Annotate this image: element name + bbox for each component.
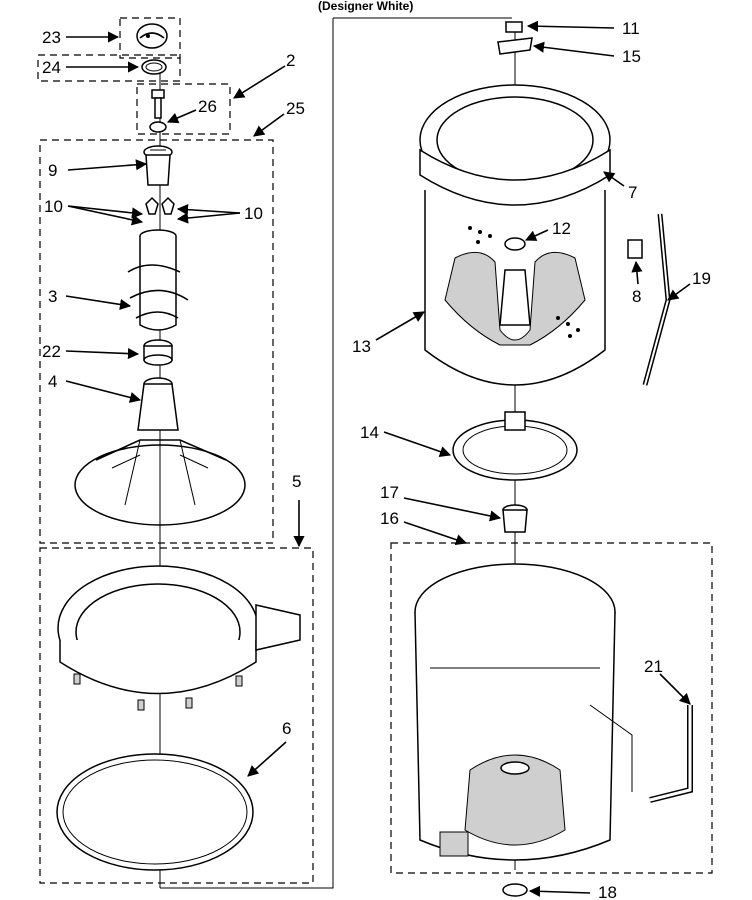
callout-2: 2 — [286, 51, 295, 70]
part-18-bearing — [502, 883, 528, 897]
callout-3: 3 — [48, 287, 57, 306]
part-10-dogs — [145, 196, 175, 215]
callout-13: 13 — [352, 337, 371, 356]
part-19-hose — [642, 213, 671, 386]
callout-22: 22 — [42, 342, 61, 361]
callout-4: 4 — [48, 372, 57, 391]
part-22-cam — [143, 339, 173, 366]
part-17-hub — [502, 504, 528, 533]
group-box-agitator — [39, 139, 274, 544]
part-5-tub-ring — [57, 565, 301, 711]
callout-16: 16 — [380, 509, 399, 528]
callout-14: 14 — [360, 423, 379, 442]
callout-8: 8 — [632, 287, 641, 306]
header-text: (Designer White) — [318, 0, 413, 13]
callout-15: 15 — [622, 47, 641, 66]
callout-9: 9 — [48, 161, 57, 180]
callout-26: 26 — [198, 97, 217, 116]
callout-12: 12 — [552, 219, 571, 238]
callout-10-left: 10 — [44, 197, 63, 216]
part-9-agitator-cap — [143, 145, 173, 186]
callout-10-right: 10 — [244, 204, 263, 223]
part-6-tub-seal — [56, 753, 254, 871]
part-4-agitator-base — [74, 377, 246, 526]
leader-arrows — [65, 20, 691, 897]
callout-18: 18 — [598, 883, 617, 900]
group-box-tub-ring — [39, 547, 314, 884]
part-24-ring — [141, 59, 167, 75]
part-13-basket — [419, 84, 611, 386]
part-3-auger — [127, 229, 189, 331]
part-15-clip — [497, 37, 533, 55]
part-11-nut — [505, 21, 523, 33]
part-8-clip — [627, 239, 643, 259]
part-12-nut — [504, 237, 526, 251]
callout-19: 19 — [692, 269, 711, 288]
group-box-outer-tub — [390, 542, 713, 874]
part-23-cap — [136, 23, 168, 49]
callout-5: 5 — [292, 472, 301, 491]
group-box-23 — [119, 17, 181, 59]
callout-24: 24 — [42, 58, 61, 77]
connector-line — [160, 18, 334, 889]
part-26-bolt — [149, 89, 167, 133]
part-21-drain-hose — [589, 704, 693, 803]
callout-21: 21 — [644, 657, 663, 676]
callout-17: 17 — [380, 483, 399, 502]
part-outer-tub — [414, 563, 616, 861]
callout-7: 7 — [628, 183, 637, 202]
callout-6: 6 — [282, 719, 291, 738]
callout-25: 25 — [286, 99, 305, 118]
part-14-plate — [452, 411, 578, 481]
callout-23: 23 — [42, 28, 61, 47]
callout-11: 11 — [622, 19, 640, 38]
